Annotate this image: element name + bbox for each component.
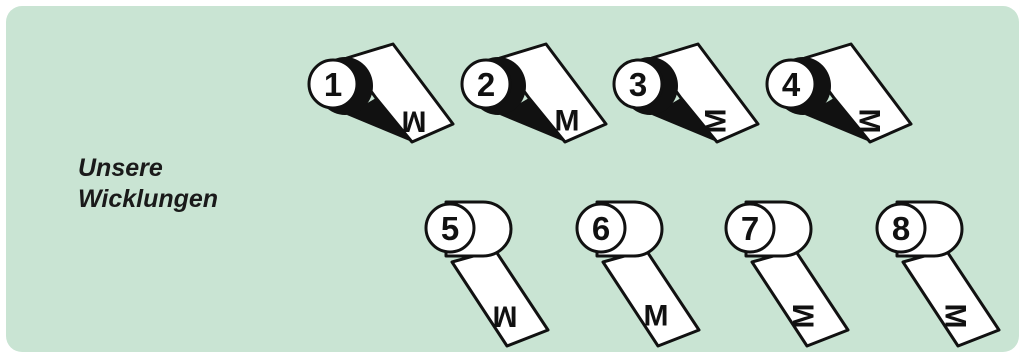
roll-letter-4: M (853, 109, 886, 134)
roll-number-1: 1 (324, 66, 342, 103)
roll-number-2: 2 (477, 66, 495, 103)
roll-letter-1: M (402, 105, 427, 138)
roll-number-5: 5 (441, 210, 459, 247)
paper-strip (752, 250, 848, 346)
roll-2: 2 M (462, 44, 606, 142)
roll-letter-6: M (644, 300, 669, 333)
roll-6: 6 M (577, 202, 699, 346)
roll-letter-2: M (555, 105, 580, 138)
roll-letter-8: M (939, 304, 972, 329)
roll-number-4: 4 (782, 66, 801, 103)
roll-letter-3: M (700, 109, 733, 134)
roll-5: 5 M (426, 202, 548, 346)
roll-3: 3 M (614, 44, 758, 142)
roll-number-8: 8 (892, 210, 910, 247)
roll-letter-5: M (493, 300, 518, 333)
roll-letter-7: M (788, 304, 821, 329)
roll-number-3: 3 (629, 66, 647, 103)
roll-number-6: 6 (592, 210, 610, 247)
roll-1: 1 M (309, 44, 453, 142)
paper-strip (903, 250, 999, 346)
roll-4: 4 M (767, 44, 911, 142)
roll-number-7: 7 (741, 210, 759, 247)
roll-7: 7 M (726, 202, 848, 346)
roll-8: 8 M (877, 202, 999, 346)
